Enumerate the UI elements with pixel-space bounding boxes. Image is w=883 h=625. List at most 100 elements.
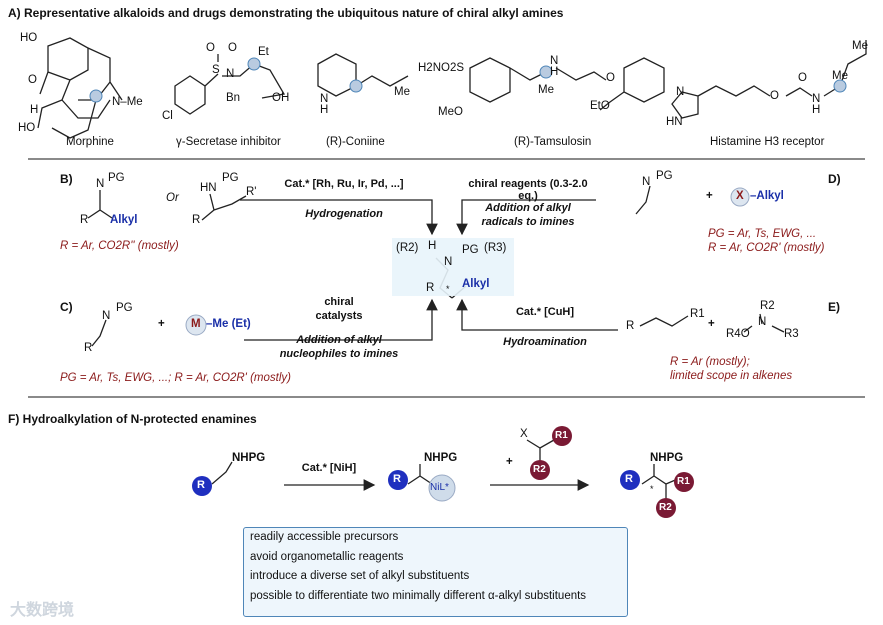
sulf-cl: Cl (162, 110, 173, 122)
b-enamine-bonds (201, 193, 247, 221)
sulf-o1: O (206, 42, 215, 54)
tams-nh: N H (550, 55, 559, 78)
section-e-label: E) (828, 300, 840, 314)
tams-meo: MeO (438, 106, 463, 118)
f-plus: + (506, 456, 513, 468)
advantage-item: avoid organometallic reagents (250, 550, 404, 563)
center-r3: (R3) (484, 242, 507, 254)
arrow-b-to-center (240, 199, 438, 236)
advantage-item: possible to differentiate two minimally … (250, 589, 587, 602)
compound-secretase: γ-Secretase inhibitor (176, 136, 281, 148)
watermark: 大数跨境 (10, 602, 75, 619)
f-r2-ball-product (656, 498, 676, 518)
b-or: Or (166, 192, 179, 204)
d-imine-bonds (635, 185, 651, 215)
center-alkyl: Alkyl (462, 278, 490, 290)
c-method-1: Addition of alkyl (296, 334, 382, 346)
d-method-1: Addition of alkyl (485, 202, 571, 214)
morphine-ho2: HO (18, 122, 36, 134)
d-note-1: PG = Ar, Ts, EWG, ... (708, 228, 817, 240)
f-s3-x: X (520, 428, 528, 440)
tamsulosin-stereocenter-ball (539, 65, 553, 79)
f-s4-r1: R1 (677, 476, 690, 487)
morphine-stereocenter-ball (89, 89, 103, 103)
f-r-ball-3 (620, 470, 640, 490)
hist-o2: O (798, 72, 807, 84)
section-a-title: A) Representative alkaloids and drugs de… (8, 6, 564, 20)
center-r: R (426, 282, 435, 294)
separator-bottom (28, 396, 865, 398)
b-hn: HN (200, 182, 217, 194)
compound-tamsulosin: (R)-Tamsulosin (514, 136, 592, 148)
advantage-item: introduce a diverse set of alkyl substit… (250, 570, 470, 582)
e-r3: R3 (784, 328, 799, 340)
sulf-oh: OH (272, 92, 290, 104)
f-halide-bonds (526, 439, 555, 462)
hist-hn: HN (666, 116, 683, 128)
b-r: R (80, 214, 89, 226)
e-method: Hydroamination (503, 336, 587, 348)
f-r1-ball-halide (552, 426, 572, 446)
separator-top (28, 158, 865, 160)
tamsulosin-skeleton (469, 57, 665, 111)
sulf-bn: Bn (226, 92, 241, 104)
coniine-stereocenter-ball (349, 79, 363, 93)
e-note-2: limited scope in alkenes (670, 370, 793, 382)
d-alkyl: –Alkyl (750, 190, 784, 202)
x-ball (730, 187, 750, 207)
e-n: N (758, 316, 767, 328)
b-note: R = Ar, CO2R'' (mostly) (60, 240, 179, 252)
arrow-c-to-center (244, 298, 438, 341)
c-catalyst-1: chiral (324, 296, 354, 308)
coniine-me: Me (394, 86, 410, 98)
b-pg2: PG (222, 172, 239, 184)
c-r: R (84, 342, 93, 354)
f-catalyst: Cat.* [NiH] (301, 462, 357, 474)
arrow-d-to-center (456, 199, 596, 236)
sulfonamide-skeleton (174, 54, 286, 115)
b-n: N (96, 178, 105, 190)
f-intermediate-bonds (407, 464, 433, 485)
e-catalyst: Cat.* [CuH] (515, 306, 575, 318)
e-note-1: R = Ar (mostly); (670, 356, 750, 368)
morphine-h: H (30, 104, 39, 116)
d-n: N (642, 176, 651, 188)
c-plus: + (158, 318, 165, 330)
f-product-bonds (641, 464, 681, 500)
f-s2-nhpg: NHPG (424, 452, 458, 464)
f-s4-r2: R2 (659, 502, 672, 513)
arrow-e-to-center (456, 298, 618, 331)
advantages-box: readily accessible precursors avoid orga… (243, 527, 628, 617)
sulfonamide-stereocenter-ball (247, 57, 261, 71)
d-note-2: R = Ar, CO2R' (mostly) (708, 242, 825, 254)
c-metal: M (191, 318, 201, 330)
d-reagents: chiral reagents (0.3-2.0 eq.) (468, 178, 588, 202)
hist-me2: Me (852, 40, 868, 52)
compound-coniine: (R)-Coniine (326, 136, 385, 148)
histamine-stereocenter-ball (833, 79, 847, 93)
hist-nh: N H (812, 93, 821, 116)
center-n: N (444, 256, 453, 268)
tams-o: O (606, 72, 615, 84)
section-c-label: C) (60, 300, 73, 314)
b-alkyl: Alkyl (110, 214, 138, 226)
b-pg: PG (108, 172, 125, 184)
tams-me: Me (538, 84, 554, 96)
morphine-o: O (28, 74, 37, 86)
center-h: H (428, 240, 437, 252)
compound-morphine: Morphine (66, 136, 114, 148)
b-r2: R (192, 214, 201, 226)
f-r-ball-1 (192, 476, 212, 496)
f-s2-nil: NiL* (430, 482, 449, 493)
section-f-title: F) Hydroalkylation of N-protected enamin… (8, 412, 257, 426)
e-r4o: R4O (726, 328, 750, 340)
m-ball (185, 314, 207, 336)
f-s4-star: * (650, 484, 654, 494)
c-n: N (102, 310, 111, 322)
c-catalyst-2: catalysts (315, 310, 363, 322)
hist-me: Me (832, 70, 848, 82)
sulf-o2: O (228, 42, 237, 54)
f-enamine-bonds (211, 461, 233, 485)
morphine-skeleton (37, 37, 123, 139)
